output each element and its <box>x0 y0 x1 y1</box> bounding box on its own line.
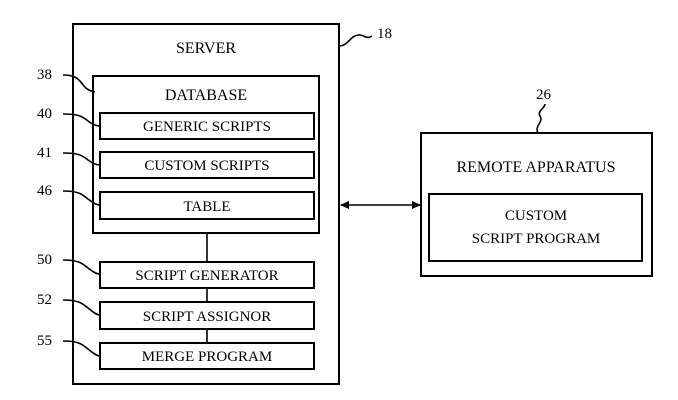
table-label: TABLE <box>183 199 230 215</box>
merge-program-ref-number: 55 <box>37 333 52 349</box>
custom-script-program-line2: SCRIPT PROGRAM <box>472 231 601 247</box>
generic-scripts-box: GENERIC SCRIPTS <box>100 113 314 139</box>
table-box: TABLE <box>100 192 314 219</box>
remote-apparatus-title: REMOTE APPARATUS <box>456 159 615 176</box>
script-assignor-label: SCRIPT ASSIGNOR <box>143 309 272 325</box>
server-ref-leader <box>339 35 372 46</box>
custom-scripts-box: CUSTOM SCRIPTS <box>100 152 314 178</box>
merge-program-box: MERGE PROGRAM <box>100 343 314 369</box>
generic-scripts-ref-number: 40 <box>37 106 52 122</box>
server-ref-number: 18 <box>377 26 392 42</box>
custom-scripts-ref-number: 41 <box>37 145 52 161</box>
remote-ref-leader <box>537 104 545 133</box>
script-assignor-ref-number: 52 <box>37 292 52 308</box>
database-ref-number: 38 <box>37 67 52 83</box>
custom-scripts-label: CUSTOM SCRIPTS <box>144 158 269 174</box>
merge-program-label: MERGE PROGRAM <box>142 349 272 365</box>
remote-ref-number: 26 <box>536 87 552 103</box>
script-generator-ref-number: 50 <box>37 252 52 268</box>
table-ref-number: 46 <box>37 183 53 199</box>
script-generator-box: SCRIPT GENERATOR <box>100 262 314 288</box>
script-assignor-box: SCRIPT ASSIGNOR <box>100 302 314 329</box>
server-title: SERVER <box>176 40 236 57</box>
script-generator-label: SCRIPT GENERATOR <box>135 268 278 284</box>
database-title: DATABASE <box>165 87 247 104</box>
generic-scripts-label: GENERIC SCRIPTS <box>143 119 271 135</box>
custom-script-program-line1: CUSTOM <box>505 208 567 224</box>
custom-script-program-box: CUSTOM SCRIPT PROGRAM <box>429 194 642 261</box>
